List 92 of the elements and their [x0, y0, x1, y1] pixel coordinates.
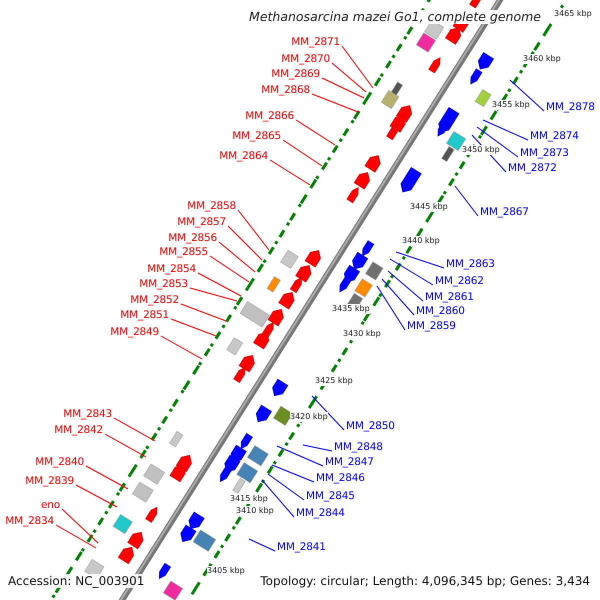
gene-label: MM_2844	[296, 506, 345, 520]
leader-line	[218, 242, 256, 272]
leader-line	[396, 252, 444, 268]
leader-line	[282, 140, 322, 166]
leader-line	[510, 80, 544, 112]
position-label: 3410 kbp	[236, 506, 274, 516]
genome-info-text: Accession: NC_003901	[6, 574, 146, 588]
leader-line	[388, 270, 424, 302]
gene-label: MM_2841	[277, 540, 326, 554]
leader-line	[376, 286, 406, 330]
leader-line	[332, 62, 366, 92]
gene-label: MM_2863	[446, 257, 495, 271]
gene-label: MM_2862	[435, 274, 484, 288]
position-label: 3460 kbp	[523, 54, 561, 64]
position-label: 3415 kbp	[230, 494, 268, 504]
leader-line	[272, 464, 314, 482]
leader-line	[302, 444, 332, 452]
leader-line	[190, 288, 238, 302]
gene-label: MM_2865	[232, 129, 281, 143]
gene-label: MM_2842	[54, 423, 103, 437]
gene-label: MM_2839	[25, 474, 74, 488]
gene-label: MM_2853	[139, 277, 188, 291]
position-label: 3430 kbp	[343, 329, 381, 339]
leader-line	[268, 474, 304, 500]
gene-label: MM_2840	[35, 455, 84, 469]
position-label: 3425 kbp	[315, 376, 353, 386]
gene-label: MM_2869	[271, 67, 320, 81]
gene-label: MM_2855	[159, 245, 208, 259]
gene-label: MM_2861	[425, 290, 474, 304]
leader-line	[86, 466, 128, 490]
position-label: 3455 kbp	[492, 100, 530, 110]
gene-label: MM_2872	[508, 161, 557, 175]
gene-label: MM_2858	[187, 199, 236, 213]
gene-label: MM_2873	[520, 146, 569, 160]
leader-line	[262, 480, 294, 518]
position-label: 3435 kbp	[332, 304, 370, 314]
gene-label: MM_2854	[147, 262, 196, 276]
gene-label: MM_2860	[416, 304, 465, 318]
gene-label: MM_2843	[63, 407, 112, 421]
gene-label: MM_2846	[316, 471, 365, 485]
leader-line	[198, 272, 242, 296]
leader-line	[476, 126, 518, 158]
gene-label: MM_2867	[480, 205, 529, 219]
gene-label: MM_2874	[530, 129, 579, 143]
leader-line	[210, 256, 250, 282]
position-label: 3445 kbp	[410, 202, 448, 212]
leader-line	[454, 186, 478, 216]
leader-line	[342, 46, 374, 88]
leader-line	[114, 418, 156, 442]
leader-line	[390, 258, 434, 286]
leader-line	[76, 484, 118, 508]
position-label: 3405 kbp	[207, 566, 245, 576]
leader-line	[270, 160, 310, 186]
gene-label: MM_2852	[130, 293, 179, 307]
gene-label: MM_2848	[334, 440, 383, 454]
position-label: 3465 kbp	[554, 9, 592, 19]
gene-label: MM_2857	[177, 215, 226, 229]
leader-line	[322, 78, 364, 98]
position-label: 3440 kbp	[402, 236, 440, 246]
leader-line	[160, 336, 202, 360]
leader-line	[482, 120, 528, 140]
leader-line	[312, 396, 344, 430]
leader-line	[248, 538, 276, 552]
leader-line	[104, 434, 146, 458]
gene-label: MM_2856	[168, 231, 217, 245]
position-label: 3420 kbp	[290, 412, 328, 422]
leader-line	[62, 508, 98, 544]
leader-line	[276, 446, 324, 466]
leader-line	[56, 524, 96, 548]
gene-label: MM_2851	[120, 308, 169, 322]
gene-label: eno	[41, 498, 60, 512]
leader-line	[312, 94, 358, 112]
gene-label: MM_2834	[5, 514, 54, 528]
gene-label: MM_2864	[219, 149, 268, 163]
genome-info-text: Topology: circular; Length: 4,096,345 bp; Genes: 3,434	[258, 574, 592, 588]
leader-line	[180, 304, 226, 322]
leader-line	[238, 210, 270, 250]
gene-label: MM_2845	[306, 489, 355, 503]
gene-label: MM_2866	[245, 109, 294, 123]
leader-line	[382, 278, 414, 316]
gene-label: MM_2847	[325, 455, 374, 469]
gene-label: MM_2870	[281, 52, 330, 66]
gene-label: MM_2849	[110, 325, 159, 339]
position-label: 3450 kbp	[462, 145, 500, 155]
gene-label: MM_2871	[291, 35, 340, 49]
leader-line	[296, 120, 336, 146]
leader-line	[228, 226, 262, 260]
gene-label: MM_2850	[346, 419, 395, 433]
gene-label: MM_2859	[407, 319, 456, 333]
gene-label: MM_2868	[261, 83, 310, 97]
gene-label: MM_2878	[546, 100, 595, 114]
leader-line	[170, 318, 216, 336]
